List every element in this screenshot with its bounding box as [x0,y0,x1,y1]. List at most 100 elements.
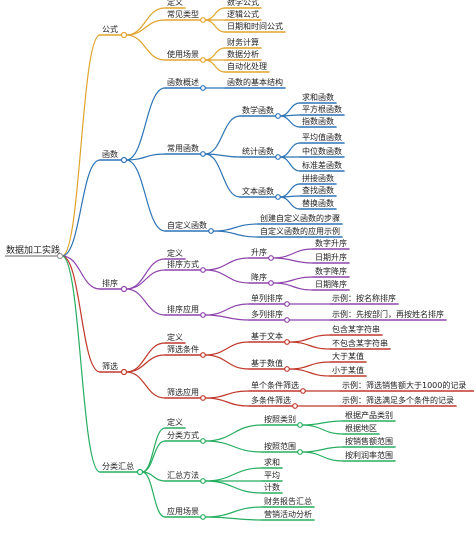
node-sort-2-2-1-edge [272,276,314,284]
node-function-1-dot [200,85,206,91]
node-filter-2-edge [125,354,166,373]
node-group-2: 分类方式 [167,430,199,440]
node-formula-3-3-edge [204,59,226,73]
node-group-4-1-edge [204,506,263,518]
node-group-2-1-2-edge [301,424,344,435]
node-sort-3-dot [200,312,206,318]
node-function-2-1-3-edge [279,115,301,128]
node-group-2-2-1: 按销售额范围 [345,436,393,446]
node-filter-2-2-edge [204,354,250,370]
node-group-3-1: 求和 [264,457,280,467]
node-function-1-edge [125,87,166,161]
node-filter-2-2: 基于数值 [251,358,283,368]
node-group-3-2: 平均 [264,470,280,480]
branch-sort: 排序 [102,278,118,288]
node-filter-2-1-1: 包含某字符串 [332,324,380,334]
node-function-2-2-2: 中位数函数 [302,146,342,156]
node-group-2-2-1-edge [301,446,344,453]
mind-map-edges [61,7,344,521]
node-function-2-2-dot [275,154,281,160]
mind-map-labels: 公式定义常见类型数学公式逻辑公式日期和时间公式使用场景财务计算数据分析自动化处理… [99,0,474,521]
node-group-4: 应用场景 [167,506,199,516]
node-sort-3: 排序应用 [167,304,199,314]
node-function-2-3-dot [275,194,281,200]
node-filter-1: 定义 [167,332,183,342]
root-node: 数据加工实践 [5,244,64,260]
node-function-2-3-edge [204,153,241,198]
node-function-2-1-dot [275,113,281,119]
node-group-4-edge [141,471,166,518]
node-formula-3-3: 自动化处理 [227,61,267,71]
node-function-2-3-3-edge [279,196,301,210]
node-formula-2-2: 逻辑公式 [227,9,259,19]
node-group-3-3-edge [204,480,263,494]
node-filter-1-edge [125,342,166,373]
node-formula-3-edge [125,34,166,61]
node-sort-3-edge [125,288,166,316]
node-sort-2-2-2-edge [272,282,314,291]
node-formula-2-1-edge [204,7,226,21]
branch-group-edge [61,255,101,473]
node-group-2-1-2: 根据地区 [345,423,377,433]
node-filter-2-2-dot [284,366,290,372]
branch-function-edge [61,159,101,257]
node-function-2-edge [125,153,166,161]
node-group-2-2-edge [204,440,263,453]
node-group-2-1-1: 根据产品类别 [345,410,393,420]
node-sort-3-2-1: 示例：先按部门，再按姓名排序 [332,309,444,319]
node-group-3-dot [200,478,206,484]
node-group-1-edge [141,427,166,473]
node-filter-2-2-1: 大于某值 [332,351,364,361]
node-filter-3-2: 多条件筛选 [251,395,291,405]
node-function-2-1-1: 求和函数 [302,92,334,102]
node-group-2-edge [141,440,166,473]
node-filter-3-1-edge [204,390,250,399]
node-group-2-2-2: 按利润率范围 [345,450,393,460]
node-function-3-2: 自定义函数的应用示例 [260,226,340,236]
node-group-3: 汇总方法 [167,470,199,480]
node-sort-2-1-2-edge [272,257,314,264]
node-sort-2-2-1: 数字降序 [315,266,347,276]
node-filter-3-1-1: 示例：筛选销售额大于1000的记录 [342,380,466,390]
node-function-3-1: 创建自定义函数的步骤 [260,213,340,223]
node-formula-2-1: 数学公式 [227,0,259,7]
node-function-2-1: 数学函数 [242,105,274,115]
branch-filter-dot [120,368,128,376]
node-function-2-1-edge [204,115,241,155]
node-formula-3-1-edge [204,47,226,61]
node-group-4-1: 财务报告汇总 [264,496,312,506]
node-formula-2: 常见类型 [167,9,199,19]
root-dot [56,252,64,260]
node-sort-3-1: 单列排序 [251,293,283,303]
node-group-1: 定义 [167,417,183,427]
node-filter-2-2-1-edge [288,361,331,370]
branch-sort-dot [120,285,128,293]
node-filter-2-dot [200,352,206,358]
node-formula-2-edge [125,19,166,36]
node-filter-2-2-2: 小于某值 [332,365,364,375]
node-group-2-1-edge [204,424,263,442]
node-group-2-2-dot [297,449,303,455]
node-sort-2-2: 降序 [251,272,267,282]
node-filter-3-dot [200,395,206,401]
node-sort-2-2-edge [204,269,250,284]
node-sort-2-1-2: 日期升序 [315,252,347,262]
node-sort-2-1-1-edge [272,248,314,259]
node-group-2-1: 按照类别 [264,414,296,424]
node-function-2-3-1: 拼接函数 [302,173,334,183]
node-group-4-2: 营销活动分析 [264,509,312,519]
branch-sort-edge [61,255,101,290]
node-function-2-3-3: 替换函数 [302,198,334,208]
node-filter-2-2-2-edge [288,368,331,377]
node-function-3-1-edge [212,223,259,232]
node-group-4-dot [200,514,206,520]
branch-function: 函数 [102,149,118,159]
branch-formula: 公式 [102,24,118,34]
node-filter-3-2-dot [292,403,298,409]
node-formula-2-3: 日期和时间公式 [227,21,283,31]
node-function-2-2-edge [204,153,241,158]
node-sort-2-2-dot [268,280,274,286]
node-function-3: 自定义函数 [167,220,207,230]
node-function-2-1-3: 指数函数 [302,116,334,126]
